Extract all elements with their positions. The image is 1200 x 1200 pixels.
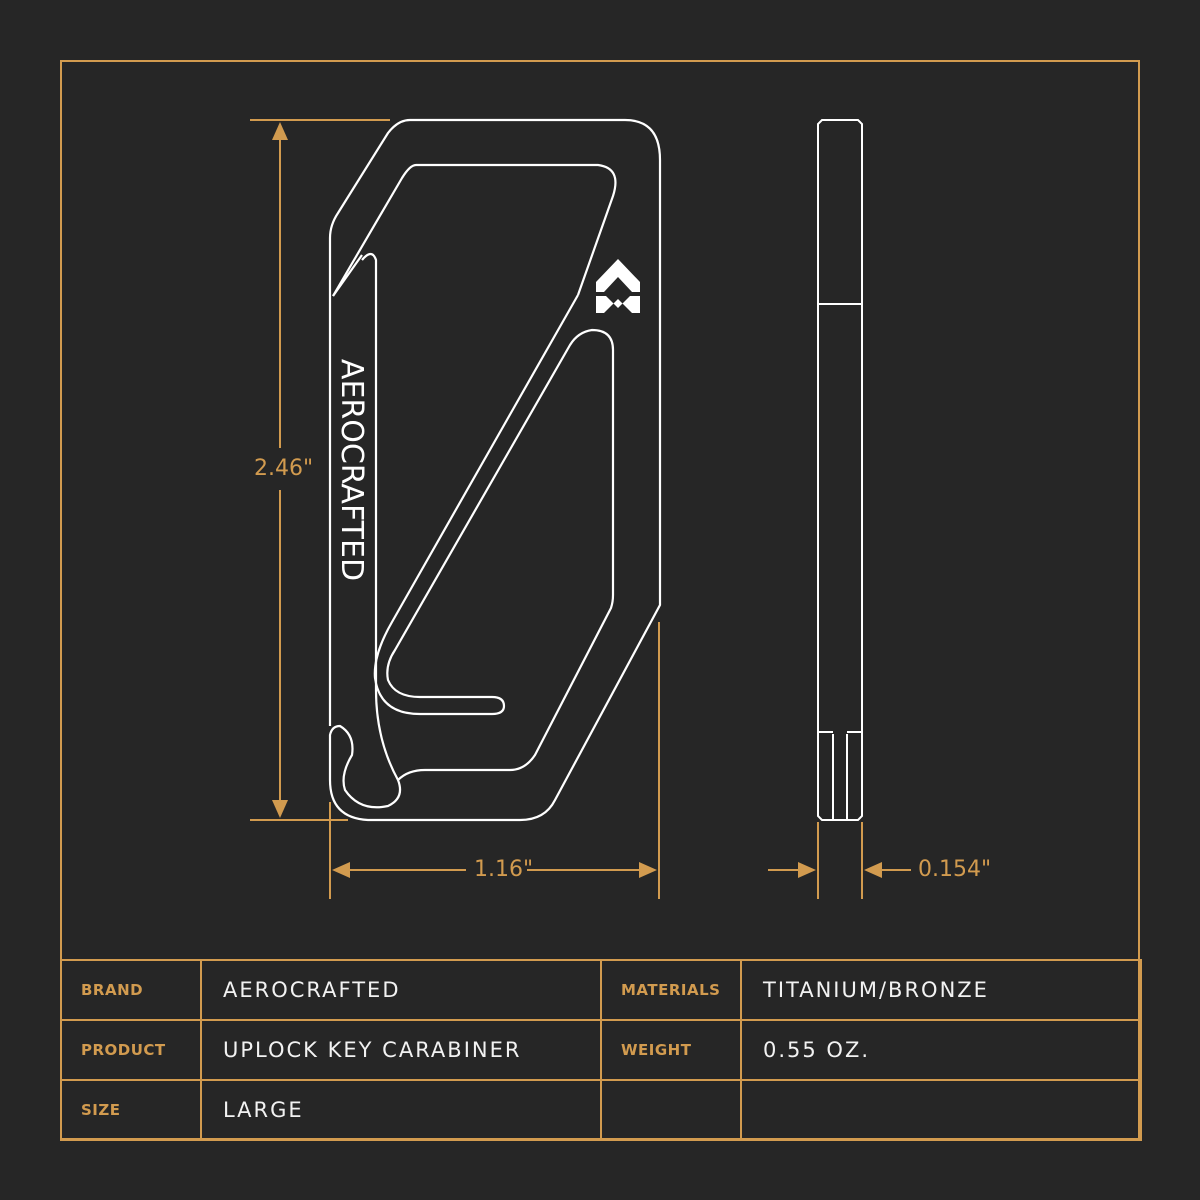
spec-label-product: PRODUCT — [60, 1019, 202, 1081]
spec-value-materials: TITANIUM/BRONZE — [740, 959, 1142, 1021]
carabiner-upper-cutout — [416, 163, 617, 296]
spec-label-materials: MATERIALS — [600, 959, 742, 1021]
arrow-left-icon — [864, 862, 882, 878]
table-row: SIZE LARGE — [60, 1079, 1142, 1141]
spec-value-brand: AEROCRAFTED — [200, 959, 602, 1021]
carabiner-gate-notch — [361, 252, 399, 781]
carabiner-gate-lower-line — [332, 163, 417, 297]
spec-label-brand: BRAND — [60, 959, 202, 1021]
spec-value-product: UPLOCK KEY CARABINER — [200, 1019, 602, 1081]
table-row: BRAND AEROCRAFTED MATERIALS TITANIUM/BRO… — [60, 959, 1142, 1021]
spec-label-empty — [600, 1079, 742, 1141]
arrow-left-icon — [332, 862, 350, 878]
dimension-lines — [250, 119, 911, 899]
width-dimension-label: 1.16" — [474, 857, 534, 882]
spec-label-weight: WEIGHT — [600, 1019, 742, 1081]
spec-label-size: SIZE — [60, 1079, 202, 1141]
carabiner-front-view — [328, 118, 662, 822]
carabiner-side-view — [817, 119, 863, 821]
spec-table: BRAND AEROCRAFTED MATERIALS TITANIUM/BRO… — [60, 959, 1142, 1141]
thickness-dimension-label: 0.154" — [918, 857, 992, 882]
carabiner-outer-outline — [328, 118, 662, 822]
arrow-down-icon — [272, 800, 288, 818]
side-view-outline — [817, 119, 863, 821]
spec-value-empty — [740, 1079, 1142, 1141]
arrow-right-icon — [639, 862, 657, 878]
brand-engraving-text: AEROCRAFTED — [334, 358, 369, 582]
table-row: PRODUCT UPLOCK KEY CARABINER WEIGHT 0.55… — [60, 1019, 1142, 1081]
aerocrafted-logo-icon — [596, 259, 640, 313]
carabiner-gate-outline — [328, 118, 411, 300]
carabiner-gate-inner-line — [332, 254, 363, 297]
arrow-up-icon — [272, 122, 288, 140]
arrow-right-icon — [798, 862, 816, 878]
spec-value-weight: 0.55 OZ. — [740, 1019, 1142, 1081]
spec-value-size: LARGE — [200, 1079, 602, 1141]
height-dimension-label: 2.46" — [254, 456, 314, 481]
